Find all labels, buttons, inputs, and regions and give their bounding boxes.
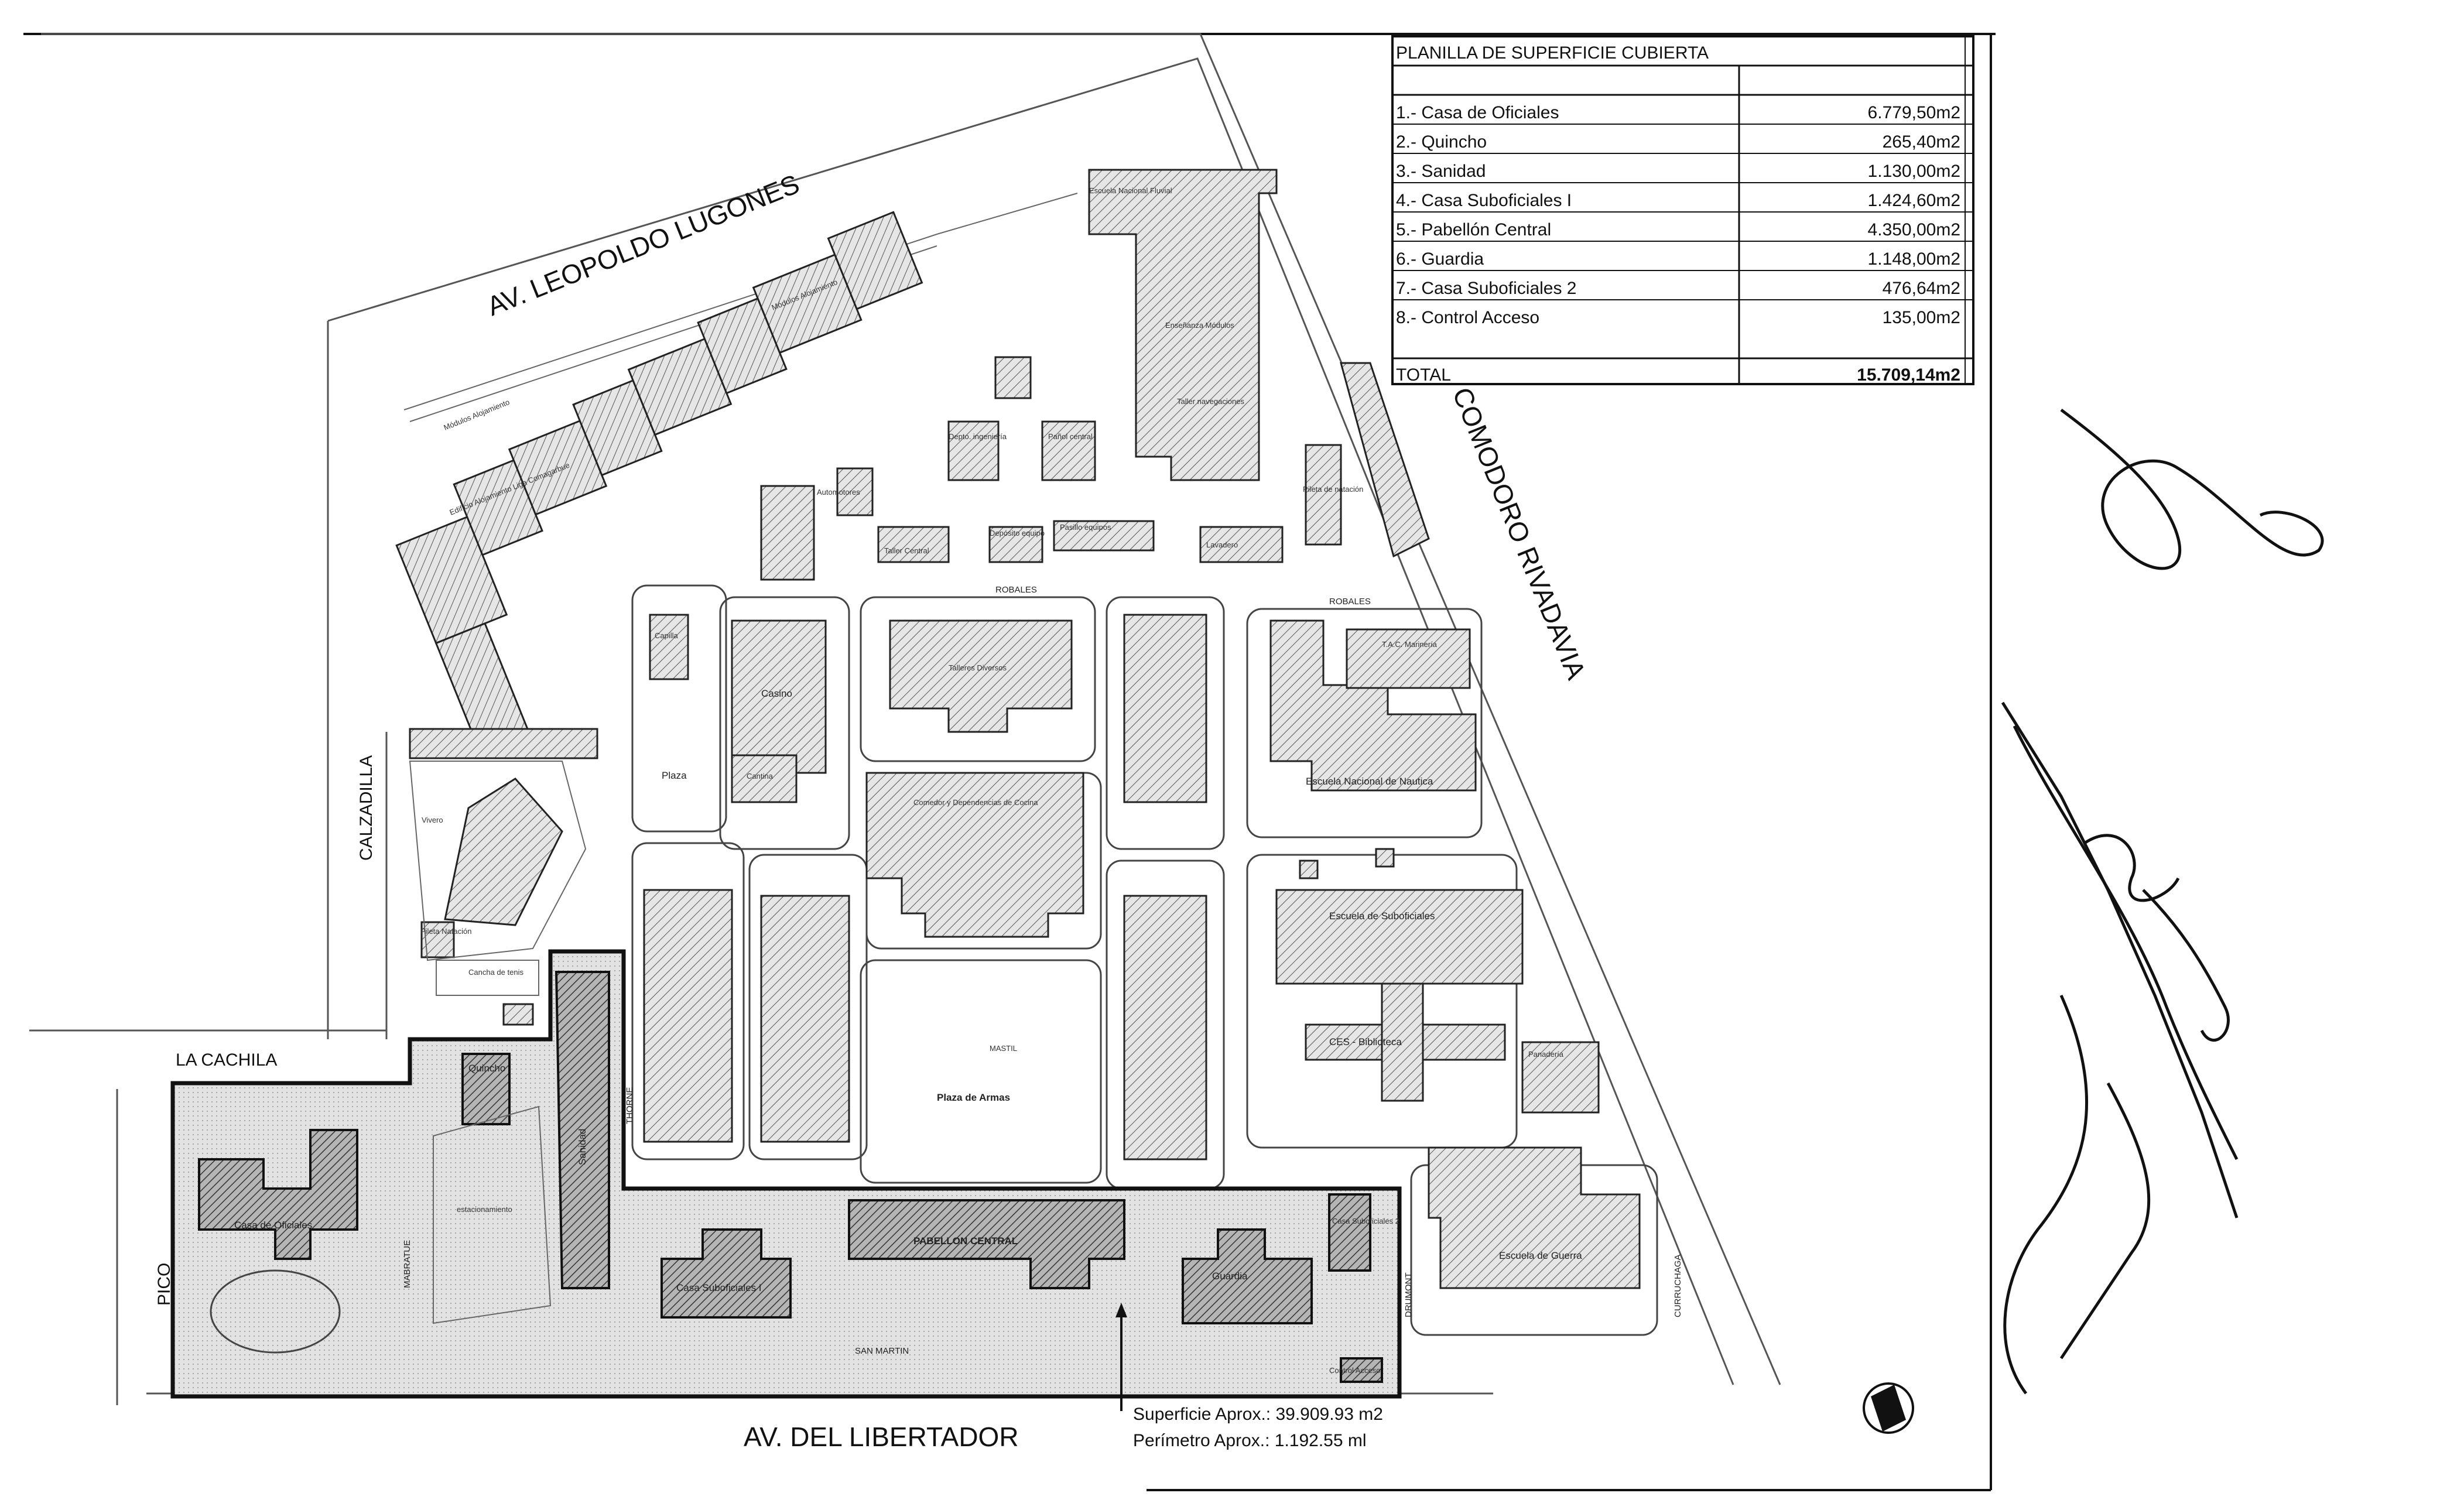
table-row-value: 6.779,50m2 (1868, 103, 1960, 122)
table-row-value: 135,00m2 (1883, 308, 1960, 327)
central-buildings (643, 614, 1641, 1289)
table-row-value: 1.424,60m2 (1868, 191, 1960, 210)
table-row-label: 8.- Control Acceso (1396, 308, 1539, 327)
signature-marks (2001, 409, 2324, 1395)
surface-table: PLANILLA DE SUPERFICIE CUBIERTA 1.- Casa… (1391, 35, 1977, 386)
table-total-value: 15.709,14m2 (1857, 365, 1960, 385)
table-row-value: 4.350,00m2 (1868, 220, 1960, 239)
table-row-label: 6.- Guardia (1396, 249, 1484, 269)
table-row-value: 1.130,00m2 (1868, 162, 1960, 181)
subject-parcel (170, 949, 1402, 1399)
table-row-label: 4.- Casa Suboficiales I (1396, 191, 1572, 210)
table-row-label: 2.- Quincho (1396, 132, 1487, 152)
table-total-label: TOTAL (1396, 365, 1451, 385)
north-arrow-icon (1863, 1382, 1914, 1434)
vivero-area (409, 728, 598, 1026)
table-row-value: 476,64m2 (1883, 279, 1960, 298)
accommodation-modules (395, 211, 923, 753)
table-row-label: 5.- Pabellón Central (1396, 220, 1551, 239)
table-row-label: 1.- Casa de Oficiales (1396, 103, 1559, 122)
table-row-label: 7.- Casa Suboficiales 2 (1396, 279, 1577, 298)
table-row-value: 265,40m2 (1883, 132, 1960, 152)
table-row-value: 1.148,00m2 (1868, 249, 1960, 269)
table-title: PLANILLA DE SUPERFICIE CUBIERTA (1396, 43, 1709, 63)
table-row-label: 3.- Sanidad (1396, 162, 1486, 181)
north-complex (760, 169, 1430, 581)
